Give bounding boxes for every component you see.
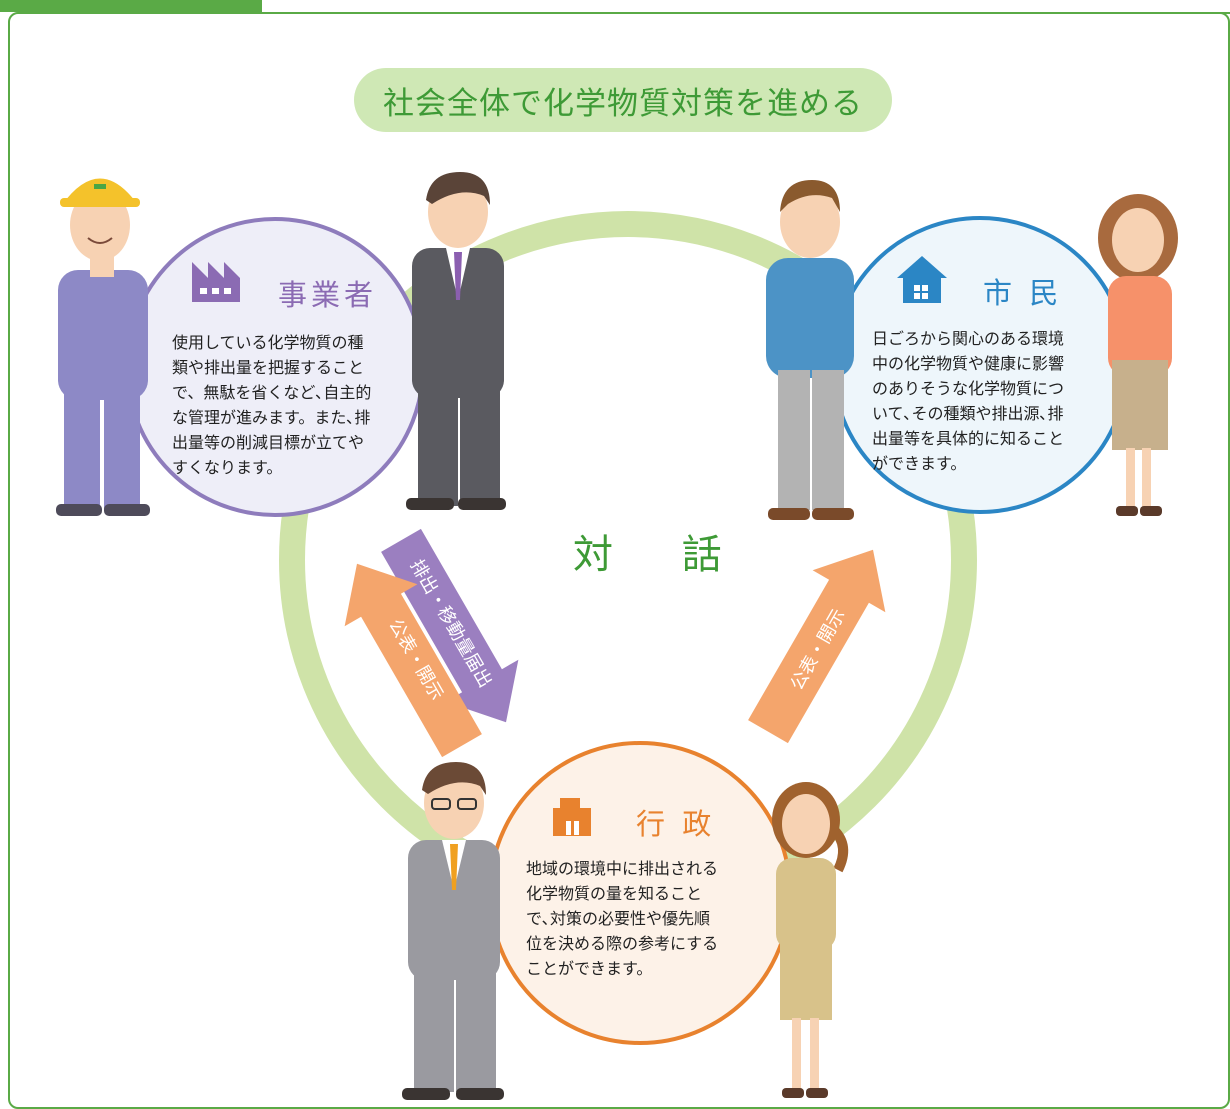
description-line: のありそうな化学物質につ [872, 379, 1065, 398]
business-label: 事業者 [278, 278, 378, 312]
header-tab [0, 0, 262, 12]
description-line: 出量等を具体的に知ること [872, 429, 1065, 448]
description-line: ができます。 [872, 454, 967, 473]
description-line: いて､その種類や排出源､排 [872, 404, 1064, 423]
official-man-figure [402, 762, 504, 1100]
description-line: ことができます。 [526, 959, 653, 978]
worker-figure [56, 178, 150, 516]
description-line: 出量等の削減目標が立てや [172, 433, 365, 452]
description-line: 使用している化学物質の種 [172, 333, 364, 352]
frame-top-line [262, 12, 1230, 14]
description-line: 中の化学物質や健康に影響 [872, 354, 1065, 373]
building-icon [553, 798, 591, 836]
disclose-right-arrow [748, 549, 886, 744]
description-line: 地域の環境中に排出される [526, 859, 719, 878]
disclose-left-arrow [344, 563, 482, 758]
description-line: 化学物質の量を知ること [526, 884, 703, 903]
factory-icon [192, 262, 240, 302]
citizen-label: 市 民 [983, 276, 1063, 310]
report-arrow [381, 528, 519, 723]
government-description: 地域の環境中に排出される 化学物質の量を知ること で､対策の必要性や優先順 位を… [526, 856, 718, 981]
businessman-figure [406, 172, 506, 510]
description-line: な管理が進みます。また､排 [172, 408, 371, 427]
description-line: すくなります。 [172, 458, 283, 477]
house-icon [897, 256, 947, 303]
citizen-description: 日ごろから関心のある環境 中の化学物質や健康に影響 のありそうな化学物質につ い… [872, 326, 1064, 476]
official-woman-figure [772, 782, 849, 1098]
government-label: 行 政 [636, 807, 716, 841]
citizen-woman-figure [1098, 194, 1178, 516]
description-line: で、無駄を省くなど､自主的 [172, 383, 372, 402]
dialogue-label: 対 話 [573, 532, 750, 578]
description-line: 類や排出量を把握すること [172, 358, 365, 377]
description-line: 位を決める際の参考にする [526, 934, 719, 953]
description-line: で､対策の必要性や優先順 [526, 909, 711, 928]
diagram-title: 社会全体で化学物質対策を進める [354, 68, 892, 132]
description-line: 日ごろから関心のある環境 [872, 329, 1065, 348]
business-description: 使用している化学物質の種 類や排出量を把握すること で、無駄を省くなど､自主的 … [172, 330, 371, 480]
citizen-man-figure [766, 180, 854, 520]
